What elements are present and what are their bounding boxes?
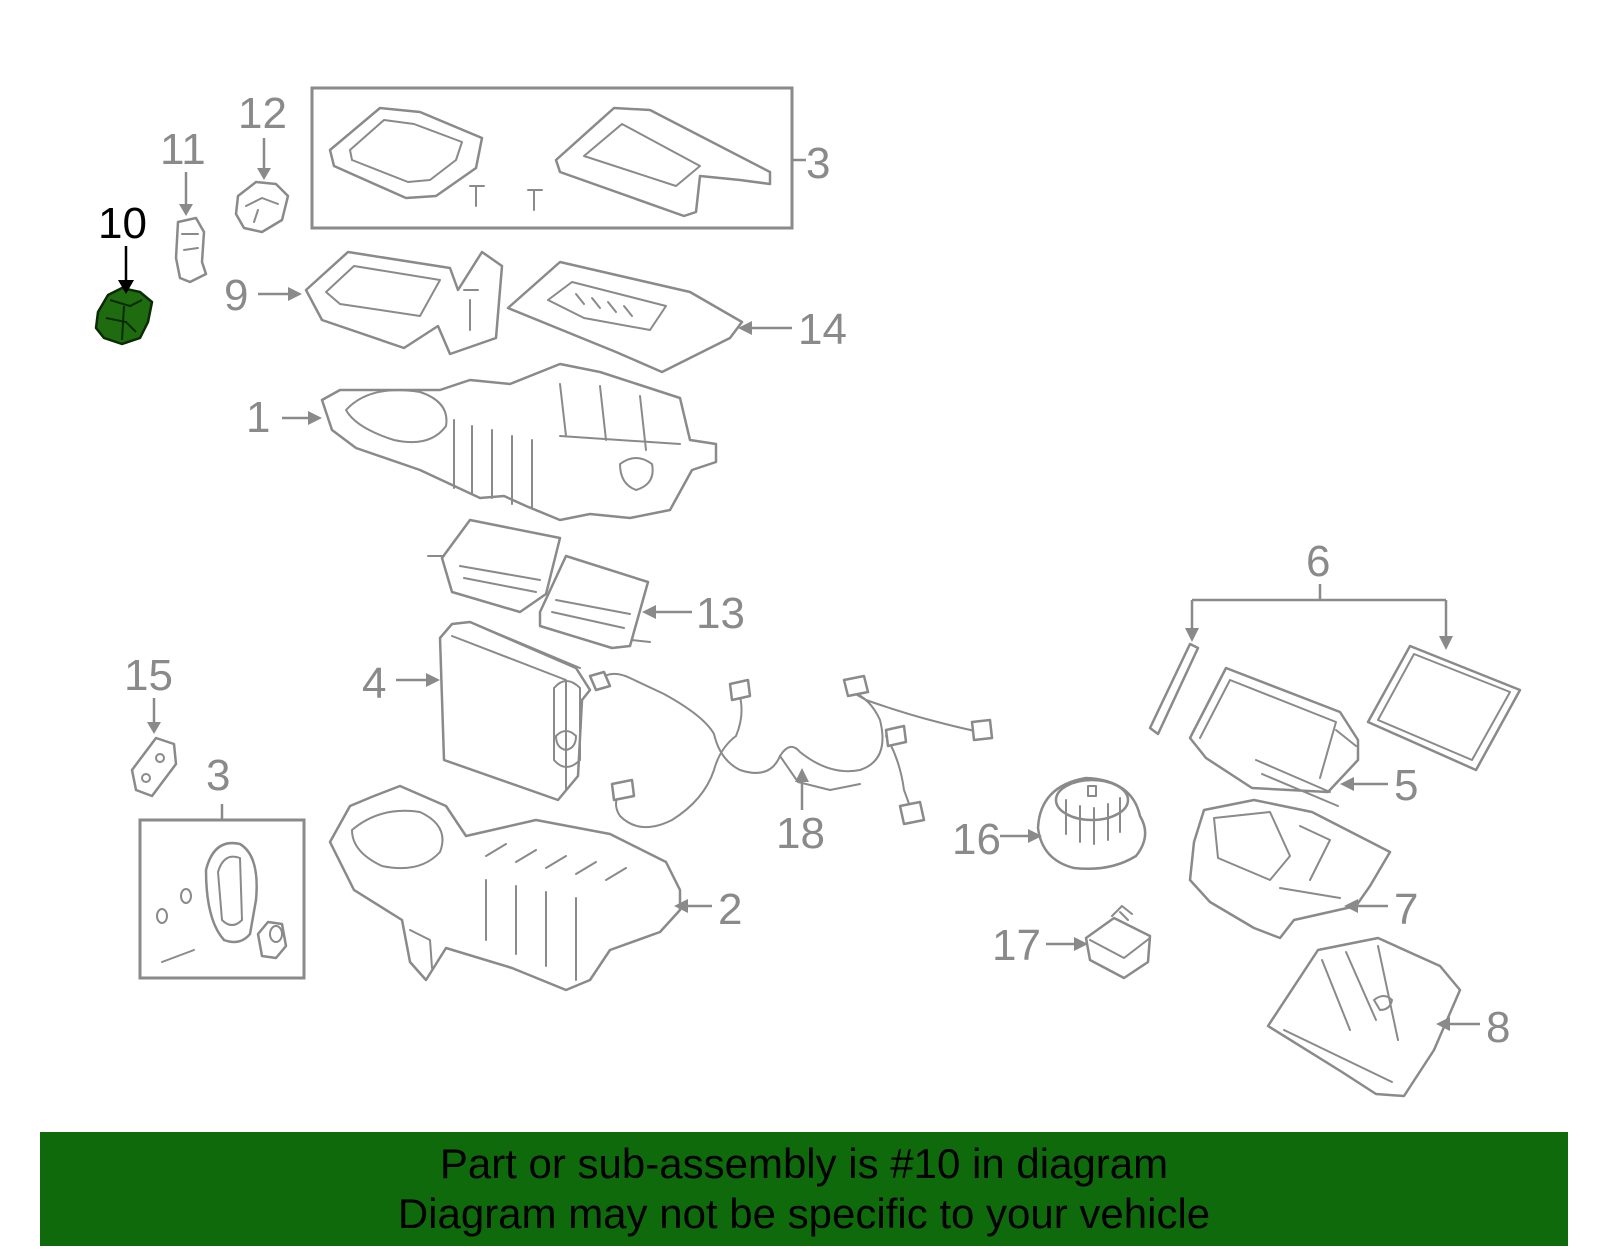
callout-1: 1 <box>246 393 270 442</box>
callout-3-bottom: 3 <box>206 751 230 800</box>
callout-12: 12 <box>238 89 287 138</box>
part-3-kit-box-bottom <box>138 818 306 980</box>
callout-2: 2 <box>718 885 742 934</box>
callout-14: 14 <box>798 305 847 354</box>
callout-3-top: 3 <box>806 139 830 188</box>
callout-13: 13 <box>696 589 745 638</box>
callout-11: 11 <box>160 125 206 174</box>
callout-17: 17 <box>992 921 1041 970</box>
banner-line-1: Part or sub-assembly is #10 in diagram <box>439 1140 1169 1187</box>
callout-5: 5 <box>1394 761 1418 810</box>
banner-line-2: Diagram may not be specific to your vehi… <box>397 1190 1211 1237</box>
callout-6: 6 <box>1306 537 1330 586</box>
part-1-upper-case[interactable] <box>320 362 718 522</box>
part-17-resistor[interactable] <box>1084 905 1152 980</box>
part-6-filters[interactable] <box>1148 642 1522 772</box>
part-8-housing[interactable] <box>1266 936 1462 1098</box>
part-16-blower-motor[interactable] <box>1036 776 1147 871</box>
part-7-housing[interactable] <box>1188 798 1392 940</box>
part-18-wire-harness[interactable] <box>588 670 994 828</box>
info-banner: Part or sub-assembly is #10 in diagram D… <box>40 1132 1568 1246</box>
part-9-duct[interactable] <box>304 250 504 356</box>
part-4-evaporator[interactable] <box>438 620 592 802</box>
part-2-lower-case[interactable] <box>328 784 682 992</box>
part-3-top-seals[interactable] <box>328 106 772 218</box>
part-3-kit-box-top <box>310 86 794 230</box>
callout-8: 8 <box>1486 1003 1510 1052</box>
part-11-sensor[interactable] <box>174 216 208 284</box>
callout-18: 18 <box>776 809 825 858</box>
callout-7: 7 <box>1394 885 1418 934</box>
part-15-valve-block[interactable] <box>130 736 178 798</box>
part-13-doors[interactable] <box>427 518 651 650</box>
callout-9: 9 <box>224 271 248 320</box>
part-12-actuator[interactable] <box>234 180 290 234</box>
callout-16: 16 <box>952 815 1001 864</box>
part-5-heater-core[interactable] <box>1188 666 1360 807</box>
part-10-actuator[interactable] <box>94 286 154 346</box>
callout-10: 10 <box>98 199 147 248</box>
part-14-door[interactable] <box>506 260 744 374</box>
callout-15: 15 <box>124 651 173 700</box>
callout-4: 4 <box>362 659 386 708</box>
part-3-bottom-seals[interactable] <box>156 841 288 963</box>
